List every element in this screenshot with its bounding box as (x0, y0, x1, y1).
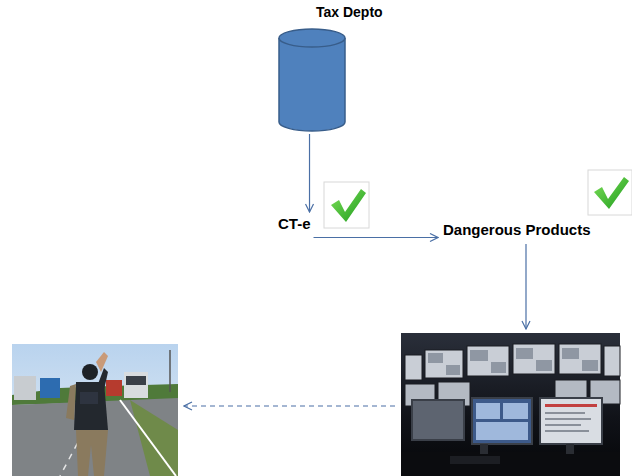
dashed-arrow (184, 405, 395, 406)
node-label: Tax Depto (316, 4, 383, 20)
police-photo (12, 344, 178, 476)
check-mark (324, 182, 369, 228)
node-label: CT-e (278, 215, 311, 232)
check-mark (588, 170, 632, 215)
text-node: CT-e (275, 213, 314, 234)
control-room-photo (401, 333, 620, 476)
flow-arrow (309, 134, 310, 212)
flow-arrow (525, 244, 526, 329)
database-node: Tax Depto (276, 4, 436, 134)
node-label: Dangerous Products (443, 221, 591, 238)
text-node: Dangerous Products (440, 219, 594, 240)
cylinder-shape (277, 28, 347, 134)
flow-arrow (314, 237, 438, 238)
